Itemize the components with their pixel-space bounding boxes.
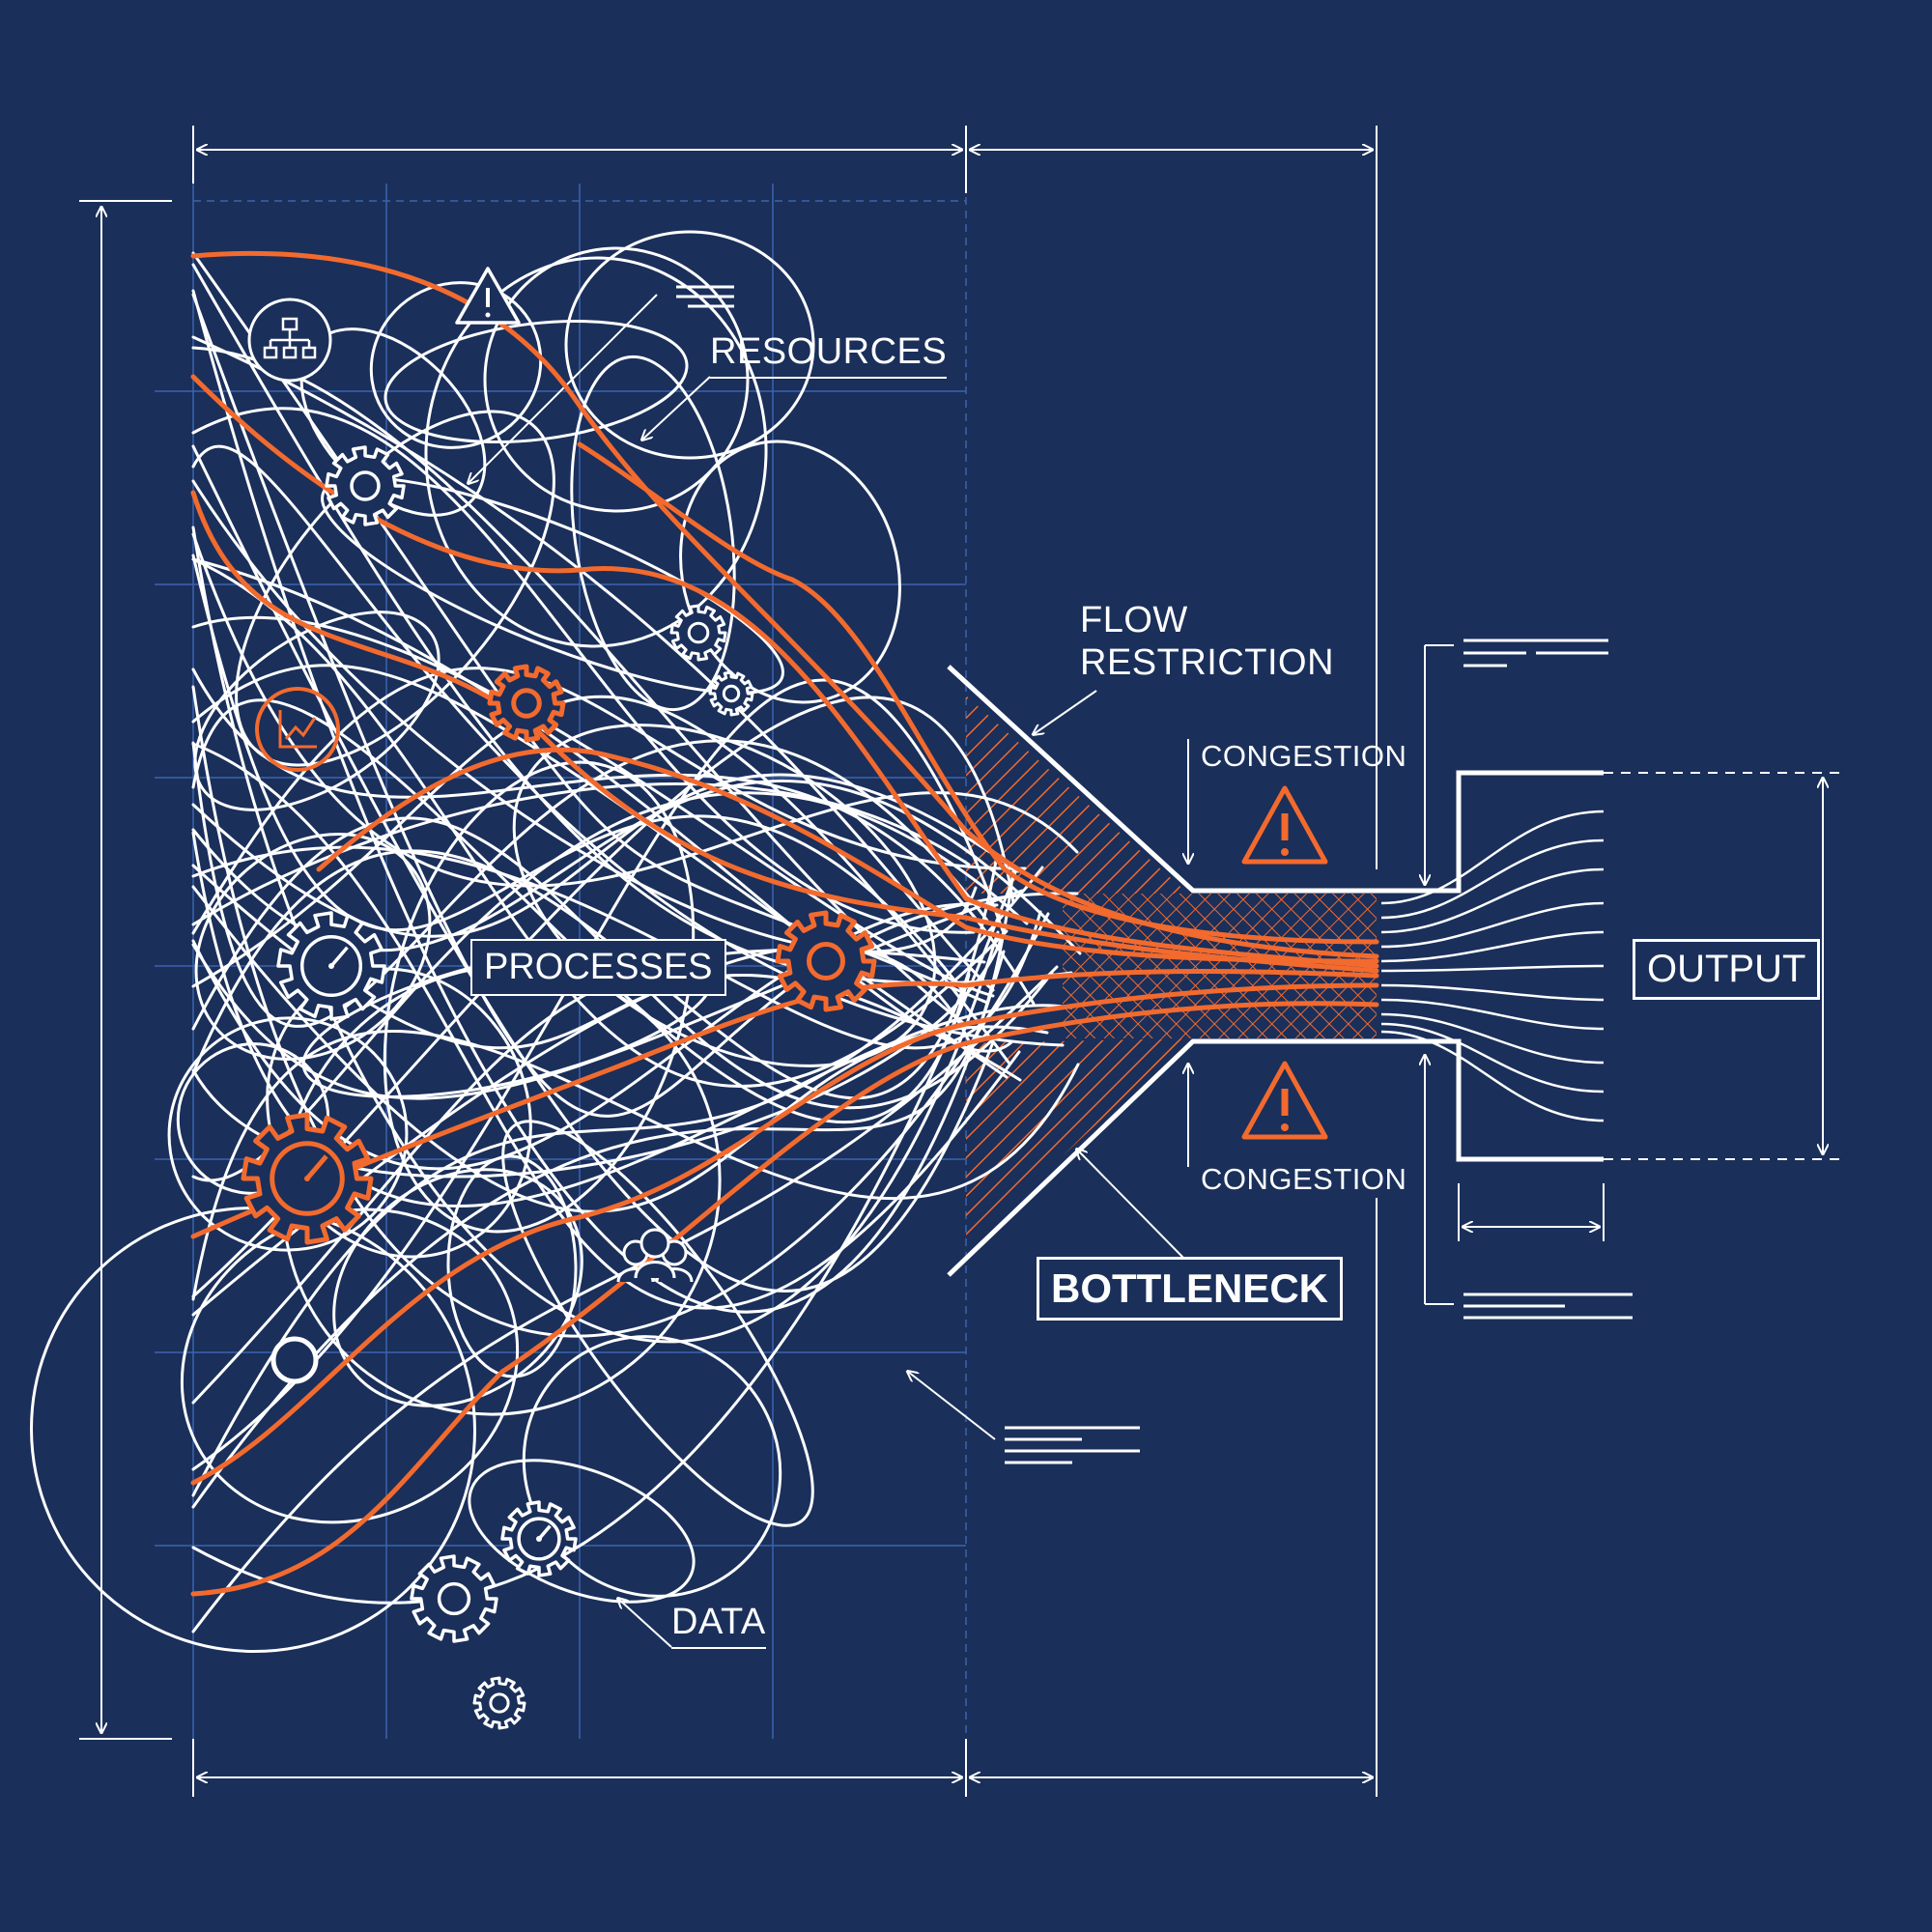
process-line: [191, 667, 1027, 935]
warning-icon-congestion-bottom: [1241, 1061, 1328, 1140]
process-line: [191, 444, 995, 1293]
process-loop: [564, 230, 815, 460]
process-line: [191, 831, 1073, 1208]
leader-arrows: [469, 294, 1454, 1648]
process-loop: [512, 724, 937, 1067]
process-line: [191, 685, 1050, 1338]
data-flow-line: [190, 969, 1379, 1239]
label-bottleneck: BOTTLENECK: [1037, 1257, 1343, 1321]
process-loop: [679, 440, 901, 704]
gear-icon: [325, 445, 406, 526]
process-loop: [194, 833, 432, 1061]
process-loop: [321, 476, 784, 695]
label-resources: RESOURCES: [710, 331, 948, 379]
process-loop: [369, 281, 543, 449]
gauge-gear-icon: [500, 1500, 578, 1577]
process-line: [191, 902, 999, 1171]
legend-stubs: [676, 285, 1633, 1464]
gauge-gear-icon: [276, 911, 386, 1021]
process-loop: [167, 1016, 409, 1252]
process-loop: [235, 410, 555, 767]
warning-icon-congestion-top: [1241, 785, 1328, 865]
gear-icon: [472, 1676, 526, 1730]
gear-icon: [775, 910, 877, 1012]
process-loop: [501, 1120, 814, 1527]
label-flow-restriction-line1: FLOW: [1080, 600, 1188, 640]
process-loop: [383, 760, 696, 1234]
gear-icon: [410, 1554, 498, 1643]
gear-icon: [487, 664, 566, 743]
warning-icon: [455, 267, 521, 325]
process-line: [191, 739, 989, 1028]
output-flow: [1380, 810, 1605, 1122]
process-line: [191, 698, 971, 1123]
process-line: [191, 965, 1059, 1634]
label-processes: PROCESSES: [470, 939, 726, 996]
gear-icon: [669, 604, 727, 662]
data-flow-line: [190, 251, 1379, 959]
label-data: DATA: [671, 1602, 766, 1649]
process-loop: [29, 1206, 477, 1654]
process-loop: [522, 1335, 782, 1598]
label-output: OUTPUT: [1633, 939, 1821, 1000]
data-flow-line: [316, 747, 1379, 964]
label-flow-restriction-line2: RESTRICTION: [1080, 642, 1335, 683]
gear-icon: [708, 670, 754, 717]
process-line: [191, 1030, 1080, 1301]
hierarchy-icon: [247, 298, 332, 383]
trend-chart-icon: [255, 687, 340, 772]
process-loop: [483, 246, 750, 513]
process-loop: [424, 256, 768, 648]
data-flow-line: [190, 490, 1379, 974]
label-flow-restriction: FLOW RESTRICTION: [1080, 599, 1334, 684]
data-flow-line: [577, 441, 1379, 945]
process-line: [191, 532, 1079, 888]
people-icon: [616, 1228, 694, 1283]
process-loop: [468, 1459, 696, 1604]
data-flow-line: [190, 982, 1379, 1486]
label-congestion-bottom: CONGESTION: [1201, 1162, 1407, 1196]
gear-group: [241, 445, 877, 1730]
node-circle-icon: [270, 1336, 319, 1384]
process-line: [191, 289, 1006, 1314]
data-flow-line: [190, 1001, 1379, 1597]
process-line: [191, 554, 968, 997]
data-flow-line: [190, 374, 1379, 969]
process-loop: [570, 355, 736, 712]
process-loop: [193, 611, 440, 811]
data-flow-lines: [190, 251, 1379, 1597]
label-congestion-top: CONGESTION: [1201, 739, 1407, 773]
dimension-lines: [79, 126, 1845, 1797]
process-line: [191, 885, 1049, 1213]
process-line: [191, 526, 1000, 1344]
process-line: [191, 782, 971, 926]
gauge-gear-icon: [241, 1112, 374, 1245]
